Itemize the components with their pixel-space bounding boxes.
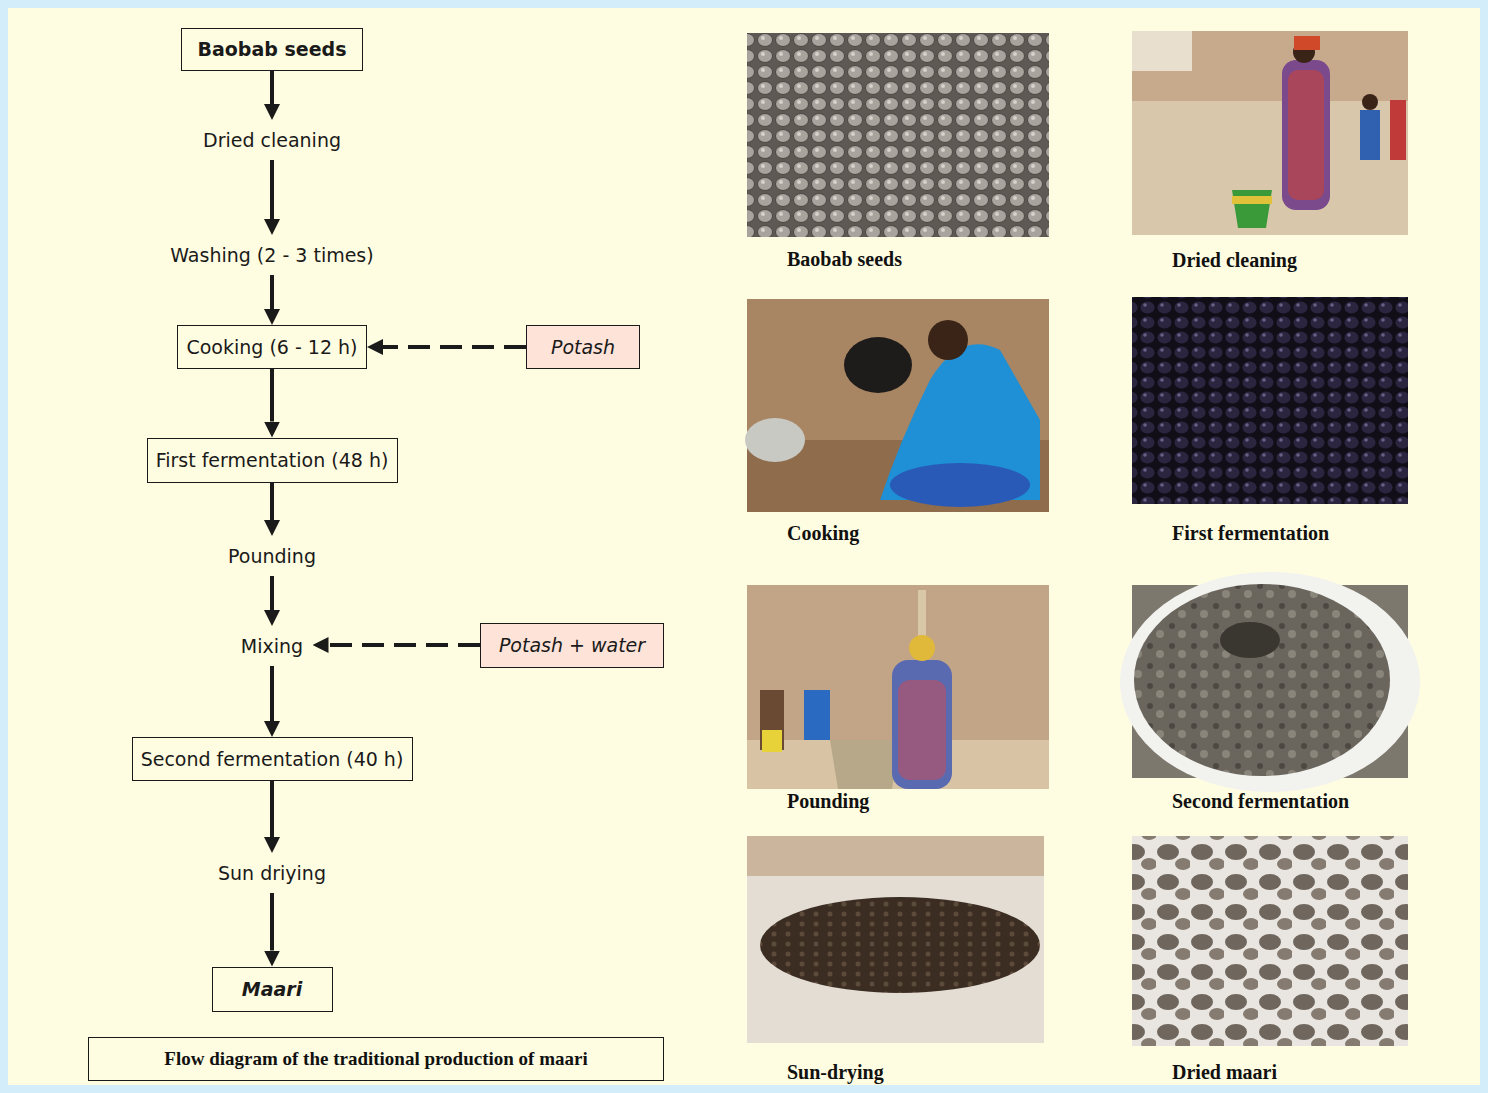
- photo-caption: Dried cleaning: [1172, 249, 1297, 272]
- process-step: Dried cleaning: [202, 128, 342, 152]
- flow-arrow: [270, 893, 274, 951]
- process-step: Pounding: [227, 544, 317, 568]
- flow-arrow: [270, 576, 274, 610]
- photo-dried-maari: [1132, 836, 1408, 1046]
- photo-caption: Second fermentation: [1172, 790, 1349, 813]
- step-text: Washing (2 - 3 times): [170, 244, 373, 266]
- wrap: [890, 463, 1030, 507]
- bucket-stripe: [1232, 196, 1272, 204]
- black-pot: [844, 337, 912, 393]
- woman-dress: [892, 660, 952, 789]
- flow-arrow: [270, 483, 274, 521]
- bucket: [1232, 190, 1272, 228]
- child: [1390, 100, 1406, 160]
- step-text: First fermentation (48 h): [156, 449, 389, 471]
- flow-arrow: [270, 160, 274, 219]
- drying-maari: [760, 897, 1040, 993]
- photo-pounding: [747, 585, 1049, 789]
- child-shorts: [762, 730, 782, 752]
- photo-caption: Sun-drying: [787, 1061, 884, 1084]
- child: [804, 690, 830, 740]
- cooking-pot: [745, 418, 805, 462]
- step-text: Second fermentation (40 h): [141, 748, 404, 770]
- photo-caption: First fermentation: [1172, 522, 1329, 545]
- paste: [1134, 584, 1390, 776]
- step-text: Dried cleaning: [203, 129, 341, 151]
- head-wrap: [909, 635, 935, 661]
- photo-caption: Cooking: [787, 522, 859, 545]
- dress-pattern: [1288, 70, 1324, 200]
- dashed-arrow: [383, 345, 526, 349]
- flow-arrow: [270, 275, 274, 309]
- flow-arrow: [270, 71, 274, 105]
- basin-rim: [1120, 572, 1420, 792]
- step-text: Baobab seeds: [198, 38, 347, 60]
- process-box: Baobab seeds: [181, 28, 363, 71]
- step-text: Maari: [242, 978, 302, 1000]
- step-text: Potash + water: [499, 634, 645, 656]
- step-text: Cooking (6 - 12 h): [186, 336, 357, 358]
- child-head: [1362, 94, 1378, 110]
- process-box: Cooking (6 - 12 h): [177, 325, 367, 369]
- process-step: Mixing: [240, 634, 305, 658]
- stone: [747, 836, 1044, 1043]
- process-box: First fermentation (48 h): [147, 438, 398, 483]
- hollow: [1220, 622, 1280, 658]
- step-text: Pounding: [228, 545, 316, 567]
- step-text: Sun driying: [218, 862, 326, 884]
- process-step: Washing (2 - 3 times): [169, 243, 375, 267]
- photo-cooking: [745, 299, 1049, 512]
- sky: [1132, 31, 1192, 71]
- woman-head: [928, 320, 968, 360]
- photo-caption: Baobab seeds: [787, 248, 902, 271]
- dress-pattern: [898, 680, 946, 780]
- photo-first-fermentation: [1132, 297, 1408, 504]
- photo-caption: Dried maari: [1172, 1061, 1277, 1084]
- wall: [747, 299, 1049, 512]
- photo-second-fermentation: [1120, 572, 1420, 792]
- caption-box: Flow diagram of the traditional producti…: [88, 1037, 664, 1081]
- flow-arrow: [270, 369, 274, 422]
- flow-arrow: [270, 666, 274, 721]
- wall: [1132, 31, 1408, 101]
- photo-sun-drying: [747, 836, 1044, 1043]
- photo-seeds: [747, 33, 1049, 237]
- step-text: Potash: [551, 336, 615, 358]
- process-box: Second fermentation (40 h): [132, 737, 413, 781]
- figure-caption: Flow diagram of the traditional producti…: [164, 1048, 587, 1070]
- basin: [1294, 36, 1320, 50]
- mortar: [830, 740, 900, 789]
- process-box: Maari: [212, 967, 333, 1012]
- child: [1360, 110, 1380, 160]
- step-text: Mixing: [241, 635, 303, 657]
- wall: [747, 585, 1049, 789]
- wall: [747, 836, 1044, 876]
- woman-dress: [1282, 60, 1330, 210]
- process-box: Potash: [526, 325, 640, 369]
- photo-caption: Pounding: [787, 790, 869, 813]
- process-box: Potash + water: [480, 623, 664, 668]
- sand: [1132, 31, 1408, 235]
- photo-dried-cleaning: [1132, 31, 1408, 235]
- process-step: Sun driying: [217, 861, 327, 885]
- flow-arrow: [270, 781, 274, 837]
- dashed-arrow: [329, 643, 481, 647]
